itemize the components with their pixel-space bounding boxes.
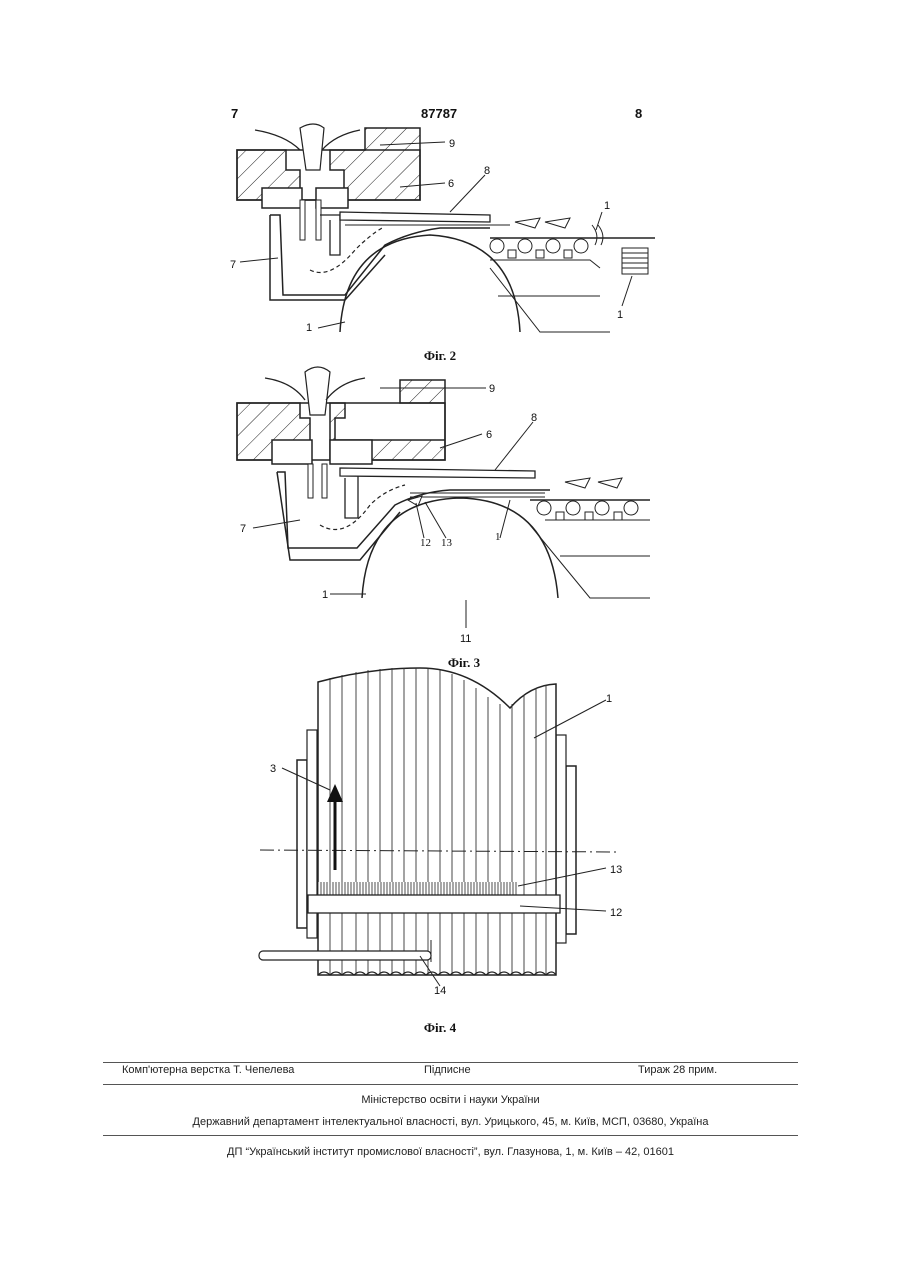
footer-rule-bottom [103, 1135, 798, 1136]
footer-rule-top [103, 1062, 798, 1063]
fig3-label-8: 8 [531, 412, 537, 424]
fig2-label-1c: 1 [617, 309, 623, 321]
footer-typesetting: Комп'ютерна верстка Т. Чепелева [122, 1064, 294, 1076]
fig2-label-8: 8 [484, 165, 490, 177]
fig4-label-1: 1 [606, 693, 612, 705]
footer-ministry: Міністерство освіти і науки України [103, 1094, 798, 1106]
fig2-label-1b: 1 [604, 200, 610, 212]
footer-department: Державний департамент інтелектуальної вл… [103, 1116, 798, 1128]
patent-number: 87787 [421, 106, 457, 121]
fig4-label-3: 3 [270, 763, 276, 775]
fig4-label-13: 13 [610, 864, 622, 876]
figure-4-caption: Фіг. 4 [380, 1020, 500, 1036]
page-number-right: 8 [635, 106, 642, 121]
page-number-left: 7 [231, 106, 238, 121]
fig3-label-7: 7 [240, 523, 246, 535]
fig2-label-1a: 1 [306, 322, 312, 334]
fig3-label-6: 6 [486, 429, 492, 441]
fig3-label-12: 12 [420, 537, 431, 549]
fig4-label-12: 12 [610, 907, 622, 919]
fig3-label-13: 13 [441, 537, 453, 549]
footer-rule-middle [103, 1084, 798, 1085]
figure-3-drawing: 9 6 8 7 12 13 1 1 11 [0, 365, 900, 650]
fig2-label-7: 7 [230, 259, 236, 271]
fig3-label-1b: 1 [322, 589, 328, 601]
fig2-label-9: 9 [449, 138, 455, 150]
fig2-label-6: 6 [448, 178, 454, 190]
figure-4-drawing: 1 3 13 12 14 [0, 665, 900, 1010]
figure-2-caption: Фіг. 2 [380, 348, 500, 364]
footer-institute: ДП “Український інститут промислової вла… [103, 1146, 798, 1158]
fig3-label-11: 11 [460, 633, 471, 645]
footer-circulation: Тираж 28 прим. [638, 1064, 717, 1076]
footer-signed: Підписне [424, 1064, 471, 1076]
fig3-label-1a: 1 [495, 531, 501, 543]
figure-2-drawing: 9 6 8 7 1 1 1 [0, 120, 900, 345]
fig3-label-9: 9 [489, 383, 495, 395]
fig4-label-14: 14 [434, 985, 446, 997]
